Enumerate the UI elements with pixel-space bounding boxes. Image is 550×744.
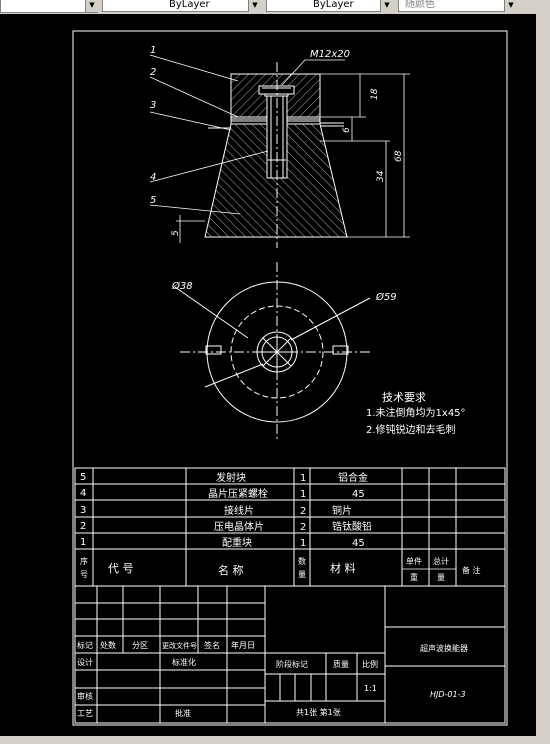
bom-header-total-1: 总计 bbox=[433, 556, 449, 566]
dim-5: 5 bbox=[171, 230, 181, 236]
tb-standard: 标准化 bbox=[172, 657, 196, 667]
tb-zone: 分区 bbox=[132, 641, 148, 650]
bom-header-material: 材 料 bbox=[330, 561, 356, 575]
bom-row-3-name: 接线片 bbox=[224, 504, 254, 517]
tech-note-1: 1.未注倒角均为1x45° bbox=[366, 406, 466, 419]
tb-weight: 质量 bbox=[333, 659, 349, 669]
top-view bbox=[174, 262, 372, 440]
tb-mark: 标记 bbox=[77, 640, 93, 650]
bom-table bbox=[74, 467, 506, 587]
bom-row-5-material: 铝合金 bbox=[338, 471, 368, 484]
bom-row-2-name: 压电晶体片 bbox=[214, 520, 264, 533]
tb-review: 审核 bbox=[77, 691, 93, 701]
tb-docno: 更改文件号 bbox=[162, 641, 197, 650]
tb-sign: 签名 bbox=[204, 640, 220, 650]
chevron-down-icon[interactable]: ▼ bbox=[248, 0, 261, 12]
tb-drawing-no: HJD-01-3 bbox=[430, 690, 466, 699]
chevron-down-icon[interactable]: ▼ bbox=[85, 0, 98, 12]
tech-notes-title: 技术要求 bbox=[382, 391, 426, 404]
bom-header-single-1: 单件 bbox=[406, 556, 422, 566]
bom-row-4-no: 4 bbox=[80, 488, 86, 499]
bom-header-qty-2: 量 bbox=[298, 570, 306, 579]
bom-row-1-no: 1 bbox=[80, 537, 86, 548]
bom-row-5-no: 5 bbox=[80, 472, 86, 483]
tb-design: 设计 bbox=[77, 657, 93, 667]
lineweight-value: ByLayer bbox=[313, 0, 354, 10]
bom-header-name: 名 称 bbox=[218, 563, 244, 577]
bom-row-1-material: 45 bbox=[352, 538, 365, 549]
tb-title: 超声波换能器 bbox=[420, 643, 468, 653]
dim-6: 6 bbox=[342, 127, 352, 133]
bom-row-4-qty: 1 bbox=[300, 489, 306, 500]
bom-row-3-material: 铜片 bbox=[332, 504, 352, 517]
tb-process: 工艺 bbox=[77, 709, 93, 718]
bom-row-4-name: 晶片压紧螺栓 bbox=[208, 487, 268, 500]
tb-sheets: 共1张 第1张 bbox=[296, 707, 341, 717]
bom-rows: 5 发射块 1 铝合金 4 晶片压紧螺栓 1 45 3 接线片 2 铜片 2 压… bbox=[80, 471, 372, 549]
bom-header-qty-1: 数 bbox=[298, 556, 306, 566]
tb-date: 年月日 bbox=[231, 640, 255, 650]
thread-label: M12x20 bbox=[310, 49, 350, 60]
bom-row-2-qty: 2 bbox=[300, 522, 306, 533]
bom-row-4-material: 45 bbox=[352, 489, 365, 500]
tb-approve: 批准 bbox=[175, 708, 191, 718]
bom-header: 序 号 代 号 名 称 数 量 材 料 单件 重 总计 量 备 注 bbox=[80, 556, 481, 582]
chevron-down-icon[interactable]: ▼ bbox=[380, 0, 393, 12]
tb-count: 处数 bbox=[100, 640, 116, 650]
vertical-scrollbar[interactable] bbox=[536, 14, 550, 744]
dim-34: 34 bbox=[376, 170, 386, 182]
dia-59-label: Ø59 bbox=[375, 291, 397, 303]
bom-row-3-no: 3 bbox=[80, 505, 86, 516]
plotstyle-dropdown[interactable]: 随颜色 bbox=[398, 0, 516, 12]
dim-18: 18 bbox=[370, 88, 380, 100]
dia-38-label: Ø38 bbox=[171, 280, 193, 292]
tb-scale: 比例 bbox=[362, 659, 378, 669]
bom-row-2-no: 2 bbox=[80, 521, 86, 532]
label-part-3: 3 bbox=[150, 100, 156, 111]
tech-note-2: 2.修钝锐边和去毛刺 bbox=[366, 423, 456, 436]
section-view bbox=[204, 62, 348, 248]
chevron-down-icon[interactable]: ▼ bbox=[504, 0, 517, 12]
label-part-2: 2 bbox=[150, 67, 156, 78]
color-dropdown[interactable] bbox=[0, 0, 98, 13]
linetype-dropdown[interactable]: ByLayer bbox=[102, 0, 260, 12]
tb-stage: 阶段标记 bbox=[276, 659, 308, 669]
label-part-5: 5 bbox=[150, 195, 156, 206]
dimension-lines bbox=[176, 73, 410, 243]
dim-68: 68 bbox=[394, 150, 404, 162]
properties-toolbar: ▼ ByLayer ▼ ByLayer ▼ 随颜色 ▼ bbox=[0, 0, 550, 14]
bom-header-single-2: 重 bbox=[410, 572, 418, 582]
tb-scale-value: 1:1 bbox=[364, 684, 377, 693]
lineweight-dropdown[interactable]: ByLayer bbox=[266, 0, 392, 12]
bom-header-no-2: 号 bbox=[80, 570, 88, 579]
bom-row-5-qty: 1 bbox=[300, 473, 306, 484]
bom-row-2-material: 锆钛酸铅 bbox=[332, 520, 372, 533]
horizontal-scrollbar[interactable] bbox=[0, 736, 536, 744]
drawing-canvas[interactable]: 1 2 3 4 5 M12x20 18 6 34 68 5 Ø38 bbox=[0, 14, 536, 736]
bom-row-1-qty: 1 bbox=[300, 538, 306, 549]
bom-row-3-qty: 2 bbox=[300, 506, 306, 517]
title-block-text: 标记 处数 分区 更改文件号 签名 年月日 设计 标准化 阶段标记 质量 比例 … bbox=[77, 640, 468, 718]
leader-lines bbox=[149, 54, 345, 215]
bom-header-remark: 备 注 bbox=[462, 565, 481, 575]
bom-header-no-1: 序 bbox=[80, 556, 88, 566]
linetype-value: ByLayer bbox=[169, 0, 210, 10]
bom-header-code: 代 号 bbox=[108, 562, 134, 575]
bom-row-1-name: 配重块 bbox=[222, 536, 252, 549]
title-block bbox=[74, 585, 506, 724]
bom-header-total-2: 量 bbox=[437, 573, 445, 582]
bom-row-5-name: 发射块 bbox=[216, 471, 246, 484]
label-part-1: 1 bbox=[150, 45, 156, 56]
sheet-border bbox=[72, 30, 508, 726]
label-part-4: 4 bbox=[150, 172, 156, 183]
plotstyle-value: 随颜色 bbox=[405, 0, 435, 10]
